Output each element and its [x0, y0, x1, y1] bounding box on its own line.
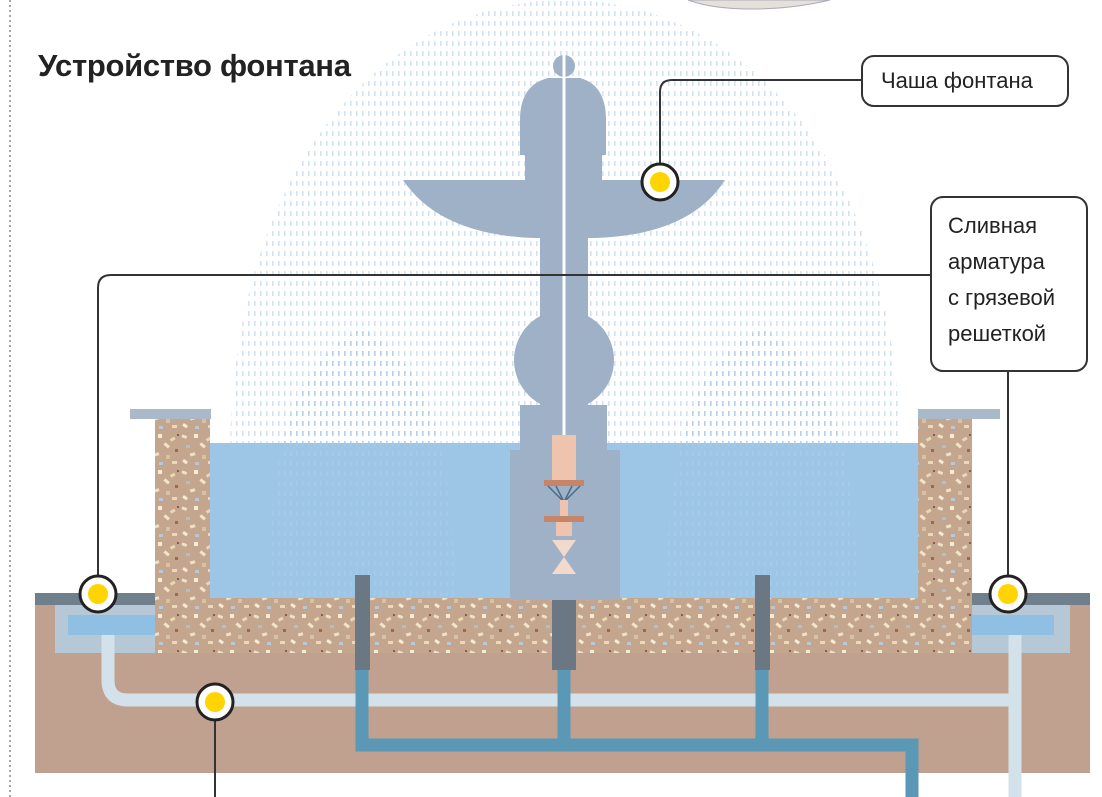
- drain-pipe: [101, 635, 1015, 707]
- marker-drain-right: [988, 574, 1028, 614]
- callout-bowl-label: Чаша фонтана: [881, 68, 1033, 93]
- drain-water-left: [68, 615, 155, 635]
- wall-cap-right: [918, 409, 1000, 419]
- wall-cap-left: [130, 409, 211, 419]
- marker-drain-left: [78, 574, 118, 614]
- marker-pipe: [195, 682, 235, 722]
- center-nozzle: [544, 435, 584, 574]
- callout-drain-line-4: решеткой: [948, 321, 1047, 346]
- callout-drain-line-3: с грязевой: [948, 285, 1056, 310]
- callout-drain-line-2: арматура: [948, 249, 1045, 274]
- supply-pipes: [355, 665, 919, 797]
- nozzle-pipe-left: [355, 575, 370, 670]
- callout-drain-line-1: Сливная: [948, 213, 1037, 238]
- drain-water-right: [972, 615, 1054, 635]
- callout-bowl: Чаша фонтана: [861, 55, 1069, 107]
- marker-bowl: [640, 162, 680, 202]
- side-spray-right: [666, 328, 857, 600]
- side-spray-left: [268, 328, 455, 600]
- callout-drain: Сливная арматура с грязевой решеткой: [930, 196, 1088, 372]
- top-decoration: [687, 0, 831, 10]
- nozzle-pipe-right: [755, 575, 770, 670]
- diagram-title: Устройство фонтана: [38, 48, 351, 83]
